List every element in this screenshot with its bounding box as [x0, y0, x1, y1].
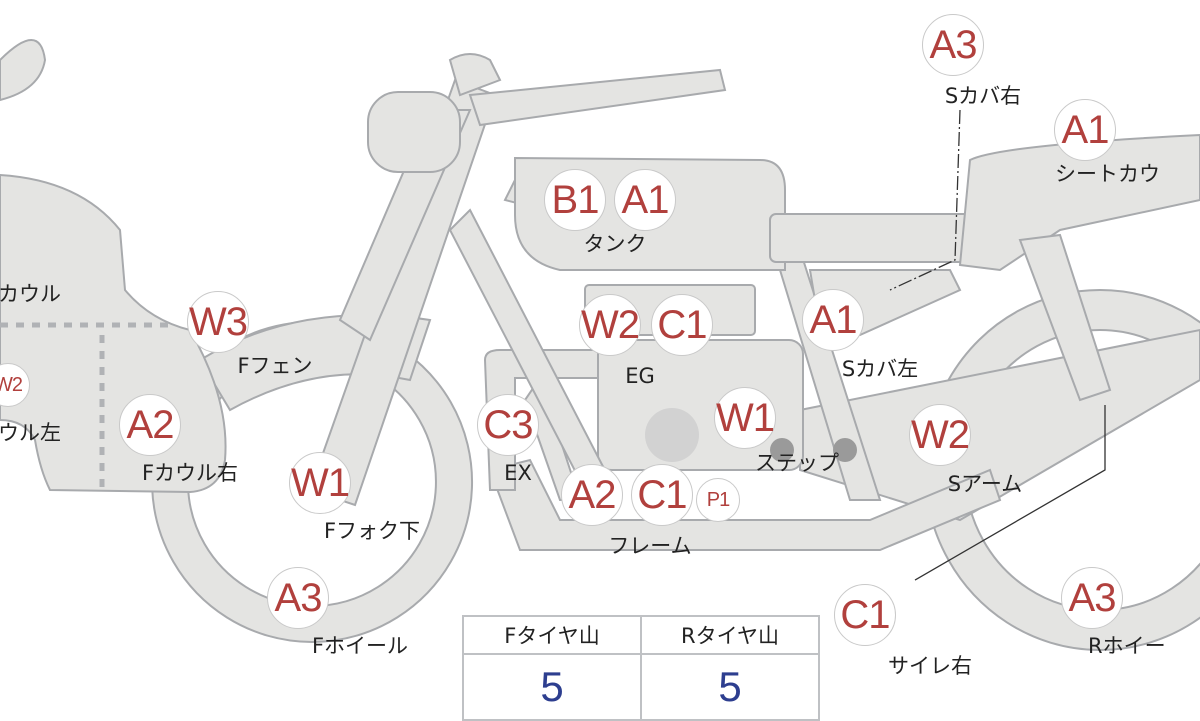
cowl-divider: [0, 322, 170, 488]
grade-badge: A1: [614, 169, 676, 231]
grade-badge: P1: [696, 478, 740, 522]
grade-badge: A3: [1061, 567, 1123, 629]
grade-badge: C3: [477, 394, 539, 456]
part-label: ステップ: [755, 451, 839, 475]
grade-badge: W2: [579, 294, 641, 356]
front-cowl: [0, 39, 47, 102]
grade-badge: A2: [561, 464, 623, 526]
rear-tire-value: 5: [640, 653, 820, 721]
part-label: EX: [504, 461, 532, 485]
grade-badge: W1: [289, 452, 351, 514]
grade-badge: W1: [714, 387, 776, 449]
rear-tire-header: Rタイヤ山: [640, 615, 820, 655]
grade-badge: W3: [187, 291, 249, 353]
front-tire-header: Fタイヤ山: [462, 615, 642, 655]
part-label: シートカウ: [1055, 162, 1160, 186]
front-tire-value: 5: [462, 653, 642, 721]
grade-badge: A3: [267, 567, 329, 629]
part-label: EG: [625, 364, 655, 388]
grade-badge: C1: [651, 294, 713, 356]
grade-badge: A1: [1054, 99, 1116, 161]
part-label: Fフェン: [237, 354, 313, 378]
part-label: Fフォク下: [323, 519, 421, 543]
part-label: Rホイー: [1088, 634, 1166, 658]
grade-badge: C1: [834, 584, 896, 646]
seat: [769, 213, 971, 263]
tire-tread-table: Fタイヤ山 Rタイヤ山 5 5: [462, 615, 820, 721]
grade-badge: A3: [922, 14, 984, 76]
part-label: フレーム: [608, 534, 692, 558]
part-label: タンク: [583, 232, 647, 256]
grade-badge: A1: [802, 289, 864, 351]
part-label: ウル左: [0, 421, 61, 445]
handlebar: [468, 68, 727, 127]
grade-badge: W2: [909, 404, 971, 466]
headlight: [367, 91, 461, 173]
part-label: Sカバ右: [944, 84, 1022, 108]
part-label: Sカバ左: [841, 357, 919, 381]
part-label: Sアーム: [947, 472, 1023, 496]
part-label: Fホイール: [311, 634, 409, 658]
part-label: Fカウル右: [141, 461, 239, 485]
part-label: カウル: [0, 282, 61, 306]
frame: [488, 458, 1002, 551]
part-label: サイレ右: [888, 654, 972, 678]
grade-badge: B1: [544, 169, 606, 231]
grade-badge: A2: [119, 394, 181, 456]
leader-lines: [889, 109, 1106, 581]
grade-badge: C1: [631, 464, 693, 526]
front-fork: [308, 78, 497, 507]
